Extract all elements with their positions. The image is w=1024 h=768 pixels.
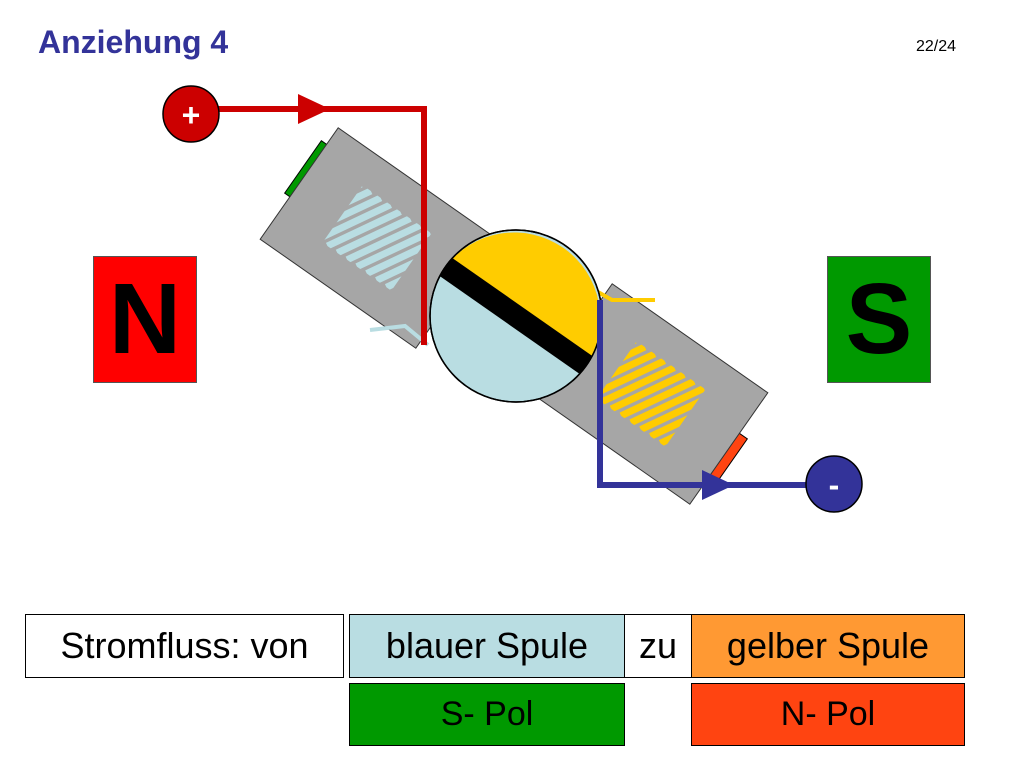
from-pole-box: S- Pol (349, 683, 625, 746)
current-flow-label-box: Stromfluss: von (25, 614, 344, 678)
south-pole-magnet: S (827, 256, 931, 383)
to-pole-label: N- Pol (780, 695, 876, 733)
from-coil-label: blauer Spule (385, 625, 589, 666)
commutator-yellow-half (445, 232, 601, 366)
minus-arrow-icon (702, 470, 734, 500)
to-pole-box: N- Pol (691, 683, 965, 746)
page-number: 22/24 (916, 38, 957, 55)
minus-wire (597, 300, 830, 488)
minus-terminal: - (805, 455, 863, 513)
blue-coil-lead (369, 323, 430, 347)
to-coil-label: gelber Spule (726, 625, 930, 666)
plus-terminal: + (162, 85, 220, 143)
to-word-label: zu (638, 625, 678, 666)
north-pole-label: N (108, 263, 182, 375)
current-flow-label: Stromfluss: von (60, 625, 309, 666)
yellow-coil-lead (597, 290, 655, 302)
south-pole-label: S (845, 263, 913, 375)
north-pole-magnet: N (93, 256, 197, 383)
from-pole-label: S- Pol (440, 695, 534, 733)
commutator-divider (439, 257, 593, 375)
plus-terminal-label: + (182, 97, 201, 133)
minus-terminal-label: - (829, 467, 840, 503)
plus-wire (210, 106, 427, 345)
plus-arrow-icon (298, 94, 330, 124)
to-coil-box: gelber Spule (691, 614, 965, 678)
page-title: Anziehung 4 (38, 24, 229, 60)
commutator (429, 229, 603, 403)
to-word-box: zu (625, 614, 691, 678)
from-coil-box: blauer Spule (349, 614, 625, 678)
